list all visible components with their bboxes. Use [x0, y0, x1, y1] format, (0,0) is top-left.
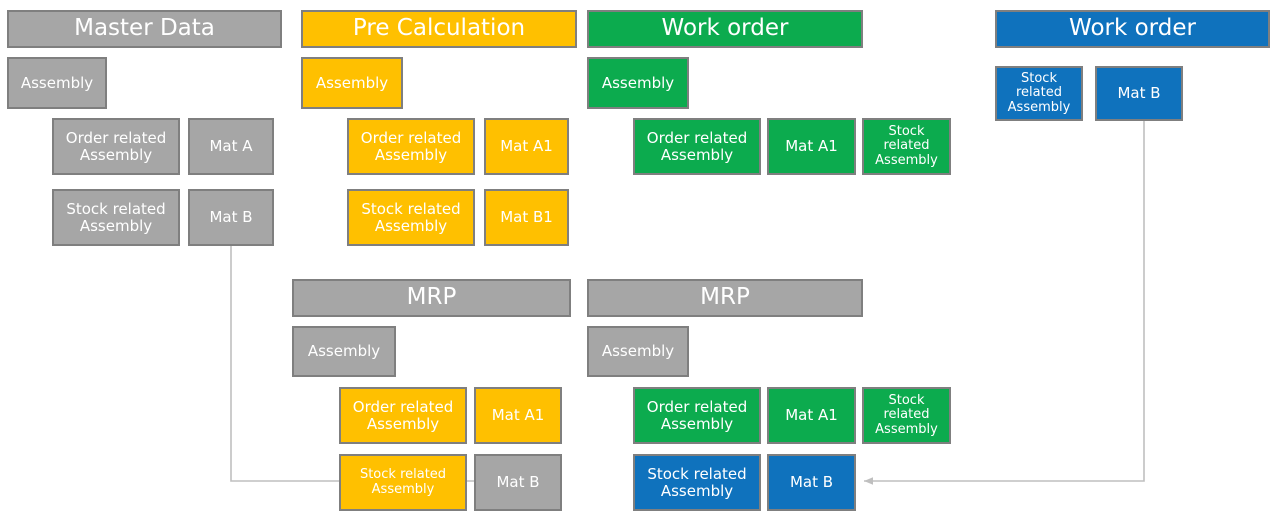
box-precalc-mat-a1: Mat A1: [484, 118, 569, 175]
box-master-assembly: Assembly: [7, 57, 107, 109]
box-mrp-left-order-related-assembly: Order related Assembly: [339, 387, 467, 444]
box-mrp-left-stock-related-assembly: Stock related Assembly: [339, 454, 467, 511]
box-precalc-order-related-assembly: Order related Assembly: [347, 118, 475, 175]
group-header-pre-calculation: Pre Calculation: [301, 10, 577, 48]
box-master-stock-related-assembly: Stock related Assembly: [52, 189, 180, 246]
box-master-mat-a: Mat A: [188, 118, 274, 175]
group-header-mrp-right: MRP: [587, 279, 863, 317]
box-mrp-right-assembly: Assembly: [587, 326, 689, 377]
box-precalc-stock-related-assembly: Stock related Assembly: [347, 189, 475, 246]
box-workorder-order-related-assembly: Order related Assembly: [633, 118, 761, 175]
box-precalc-assembly: Assembly: [301, 57, 403, 109]
group-header-work-order-green: Work order: [587, 10, 863, 48]
box-workorder-blue-mat-b: Mat B: [1095, 66, 1183, 121]
box-mrp-right-stock-related-assembly-blue: Stock related Assembly: [633, 454, 761, 511]
box-mrp-left-mat-a1: Mat A1: [474, 387, 562, 444]
group-header-master-data: Master Data: [7, 10, 282, 48]
box-workorder-assembly: Assembly: [587, 57, 689, 109]
group-header-mrp-left: MRP: [292, 279, 571, 317]
box-precalc-mat-b1: Mat B1: [484, 189, 569, 246]
box-master-order-related-assembly: Order related Assembly: [52, 118, 180, 175]
box-mrp-right-stock-related-assembly-green: Stock related Assembly: [862, 387, 951, 444]
box-workorder-blue-stock-related-assembly: Stock related Assembly: [995, 66, 1083, 121]
box-master-mat-b: Mat B: [188, 189, 274, 246]
box-mrp-left-assembly: Assembly: [292, 326, 396, 377]
box-workorder-stock-related-assembly: Stock related Assembly: [862, 118, 951, 175]
group-header-work-order-blue: Work order: [995, 10, 1270, 48]
box-mrp-left-mat-b: Mat B: [474, 454, 562, 511]
box-mrp-right-mat-a1: Mat A1: [767, 387, 856, 444]
box-workorder-mat-a1: Mat A1: [767, 118, 856, 175]
box-mrp-right-order-related-assembly: Order related Assembly: [633, 387, 761, 444]
box-mrp-right-mat-b: Mat B: [767, 454, 856, 511]
